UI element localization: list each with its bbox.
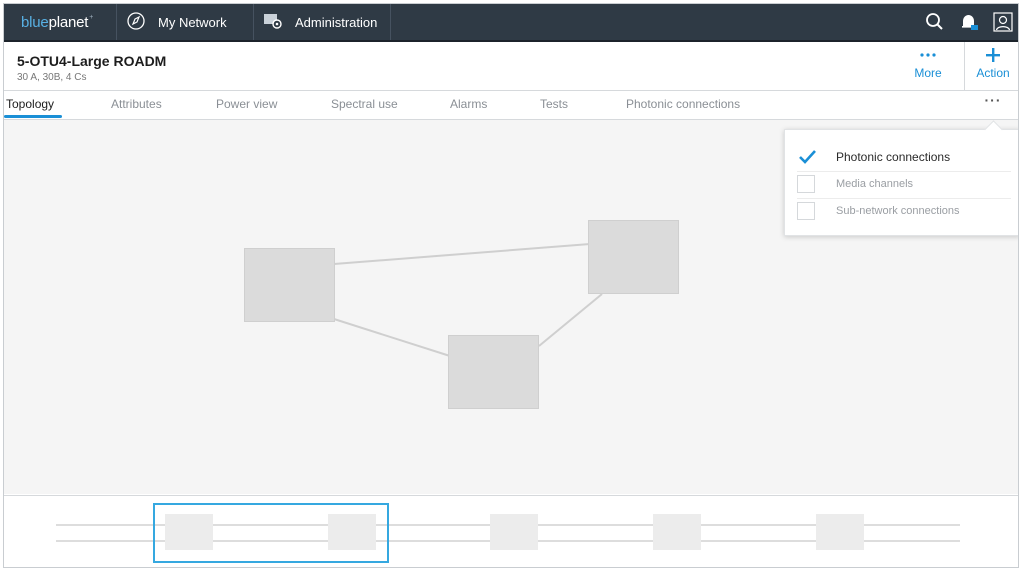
user-profile-icon[interactable] [986, 4, 1018, 40]
checkbox-unchecked[interactable] [797, 202, 815, 220]
nav-my-network-label: My Network [158, 14, 227, 30]
top-utility-icons [918, 4, 1018, 40]
option-label: Sub-network connections [836, 205, 960, 217]
checkmark-icon [799, 150, 816, 164]
topology-canvas[interactable] [4, 120, 1018, 494]
minimap-node[interactable] [653, 514, 701, 550]
more-dots-icon [920, 44, 936, 66]
topology-links [333, 243, 603, 357]
nav-administration[interactable]: Administration [255, 4, 391, 40]
option-label: Media channels [836, 178, 914, 190]
checkbox-checked[interactable] [797, 148, 816, 166]
compass-icon [126, 11, 158, 34]
action-button[interactable]: Action [964, 42, 1018, 90]
search-icon[interactable] [918, 4, 952, 40]
topology-node[interactable] [448, 335, 539, 409]
notification-bell-icon[interactable] [952, 4, 986, 40]
more-button-label: More [914, 66, 942, 80]
tab-attributes[interactable]: Attributes [111, 97, 162, 111]
page-header: 5-OTU4-Large ROADM 30 A, 30B, 4 Cs More … [4, 42, 1018, 91]
tab-photonic-connections[interactable]: Photonic connections [626, 97, 741, 111]
tab-alarms[interactable]: Alarms [450, 97, 488, 111]
option-sub-network-connections[interactable]: Sub-network connections [797, 199, 1011, 225]
active-tab-indicator [4, 115, 62, 118]
logo-text-planet: planet [48, 13, 89, 31]
more-horizontal-icon[interactable]: ··· [984, 92, 1002, 108]
minimap-viewport-handle[interactable] [153, 503, 389, 563]
page-title: 5-OTU4-Large ROADM [17, 53, 167, 69]
nav-my-network[interactable]: My Network [118, 4, 254, 40]
page-subtitle: 30 A, 30B, 4 Cs [17, 72, 87, 83]
tab-topology[interactable]: Topology [6, 97, 55, 111]
option-photonic-connections[interactable]: Photonic connections [797, 145, 1011, 172]
link-node-c-node-b[interactable] [538, 293, 603, 347]
logo-text-blue: blue [21, 13, 49, 31]
minimap-node[interactable] [165, 514, 213, 550]
link-node-a-node-c[interactable] [333, 318, 451, 357]
minimap-node[interactable] [490, 514, 538, 550]
logo-trademark: + [89, 13, 94, 21]
topology-node[interactable] [244, 248, 335, 322]
checkbox-unchecked[interactable] [797, 175, 815, 193]
admin-gear-icon [263, 12, 295, 33]
tab-power-view[interactable]: Power view [216, 97, 278, 111]
action-button-label: Action [976, 66, 1010, 80]
option-label: Photonic connections [836, 150, 951, 164]
nav-administration-label: Administration [295, 14, 378, 30]
link-node-a-node-b[interactable] [333, 243, 591, 265]
option-media-channels[interactable]: Media channels [797, 172, 1011, 199]
minimap-node[interactable] [816, 514, 864, 550]
minimap-node[interactable] [328, 514, 376, 550]
more-button[interactable]: More [900, 42, 956, 90]
tab-spectral-use[interactable]: Spectral use [331, 97, 398, 111]
connection-filter-dropdown: Photonic connections Media channels Sub-… [784, 120, 1018, 236]
tab-tests[interactable]: Tests [540, 97, 569, 111]
tab-bar: Topology Attributes Power view Spectral … [4, 91, 1018, 120]
plus-icon [986, 44, 1000, 66]
overview-minimap[interactable] [4, 495, 1018, 567]
topology-node[interactable] [588, 220, 679, 294]
